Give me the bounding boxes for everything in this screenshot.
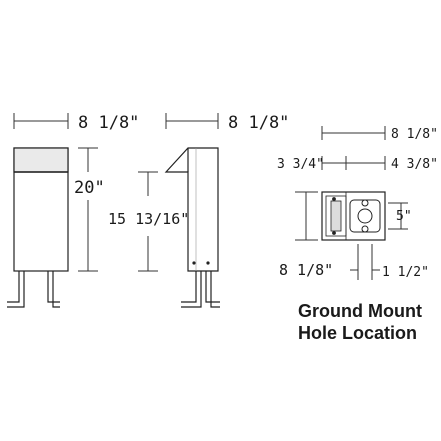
mounting-holes bbox=[332, 197, 373, 235]
left-offset-label: 3 3/4" bbox=[277, 157, 324, 172]
caption-line-2: Hole Location bbox=[298, 323, 417, 343]
front-width-label: 8 1/8" bbox=[78, 113, 139, 133]
offset-dimensions bbox=[321, 156, 386, 170]
vertical-spacing-dimension bbox=[388, 202, 408, 230]
side-width-label: 8 1/8" bbox=[228, 113, 289, 133]
overall-width-dimension bbox=[321, 126, 386, 140]
hole-location-plan: 8 1/8" 3 3/4" 4 3/8" 5" bbox=[277, 126, 438, 280]
vertical-spacing-label: 5" bbox=[396, 209, 412, 224]
front-view: 8 1/8" 20" bbox=[7, 113, 139, 308]
front-body bbox=[13, 147, 69, 272]
plate-height-label: 8 1/8" bbox=[279, 261, 333, 279]
slot-width-label: 1 1/2" bbox=[382, 265, 429, 280]
base-plate-outline bbox=[321, 191, 386, 241]
overall-width-label: 8 1/8" bbox=[391, 127, 438, 142]
plate-height-dimension bbox=[295, 191, 318, 241]
right-offset-label: 4 3/8" bbox=[391, 157, 438, 172]
caption: Ground Mount Hole Location bbox=[298, 301, 422, 343]
side-height-label: 15 13/16" bbox=[108, 210, 189, 228]
side-width-dimension bbox=[165, 113, 219, 129]
slot-width-dimension bbox=[350, 244, 380, 280]
front-width-dimension bbox=[13, 113, 69, 129]
side-height-dimension bbox=[138, 171, 158, 272]
side-body bbox=[164, 147, 219, 272]
side-mounting-legs bbox=[181, 271, 220, 308]
front-mounting-legs bbox=[7, 271, 60, 308]
front-height-label: 20" bbox=[74, 178, 105, 198]
side-view: 8 1/8" 15 13/16" bbox=[108, 113, 289, 308]
caption-line-1: Ground Mount bbox=[298, 301, 422, 321]
front-height-dimension bbox=[78, 147, 98, 272]
